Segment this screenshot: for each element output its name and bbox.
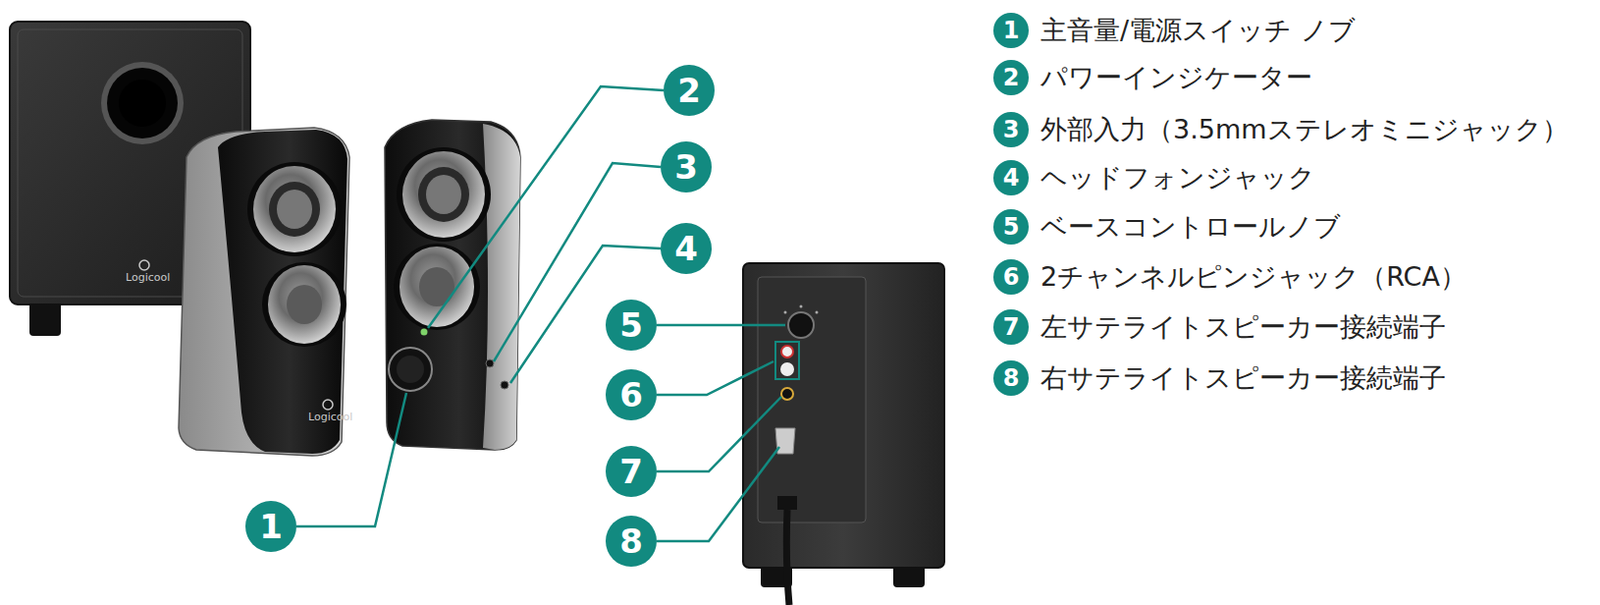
callout-number: 5 <box>605 299 657 351</box>
subwoofer-back <box>743 263 945 605</box>
callout-number-text: 1 <box>1003 18 1020 43</box>
callout-number-text: 6 <box>1003 265 1020 289</box>
callout-number-text: 3 <box>674 150 698 184</box>
callout-number: 3 <box>660 141 712 193</box>
callout-number-text: 2 <box>1003 65 1020 90</box>
callout-number: 7 <box>993 309 1029 345</box>
brand-logo: Logicool <box>125 271 170 284</box>
callout-number-text: 4 <box>674 231 698 266</box>
callout-number: 3 <box>993 111 1029 148</box>
callout-number-text: 7 <box>1003 315 1020 339</box>
part-name: ヘッドフォンジャック <box>1040 162 1316 193</box>
left-satellite <box>178 127 350 456</box>
callout-number-text: 1 <box>259 509 283 543</box>
part-name: 右サテライトスピーカー接続端子 <box>1040 363 1446 393</box>
callout-number: 8 <box>993 360 1029 396</box>
callout-number-text: 8 <box>619 524 643 558</box>
callout-number: 6 <box>605 369 657 421</box>
leader-lines <box>296 86 786 541</box>
callout-number: 4 <box>993 160 1029 196</box>
part-name: 2チャンネルピンジャック（RCA） <box>1040 262 1467 292</box>
callout-number-text: 6 <box>619 377 643 412</box>
callout-number-text: 5 <box>1003 214 1020 239</box>
callout-number-text: 7 <box>619 454 643 488</box>
part-name: ベースコントロールノブ <box>1040 212 1341 242</box>
part-name: パワーインジケーター <box>1040 62 1313 93</box>
callout-number: 2 <box>993 59 1029 96</box>
callout-number: 1 <box>245 500 297 552</box>
brand-logo: Logicool <box>308 411 353 424</box>
callout-number: 2 <box>663 64 715 116</box>
part-name: 左サテライトスピーカー接続端子 <box>1040 312 1446 342</box>
callout-number: 5 <box>993 209 1029 245</box>
part-name: 外部入力（3.5mmステレオミニジャック） <box>1040 114 1569 145</box>
callout-number-text: 5 <box>619 308 643 342</box>
callout-number-text: 8 <box>1003 366 1020 390</box>
callout-number: 4 <box>660 222 712 274</box>
callout-number: 1 <box>993 12 1029 49</box>
callout-number-text: 2 <box>677 73 701 107</box>
callout-number-text: 4 <box>1003 165 1020 190</box>
part-name: 主音量/電源スイッチ ノブ <box>1040 15 1356 46</box>
callout-number: 8 <box>605 515 657 567</box>
callout-number-text: 3 <box>1003 117 1020 142</box>
callout-number: 6 <box>993 259 1029 295</box>
callout-number: 7 <box>605 445 657 497</box>
